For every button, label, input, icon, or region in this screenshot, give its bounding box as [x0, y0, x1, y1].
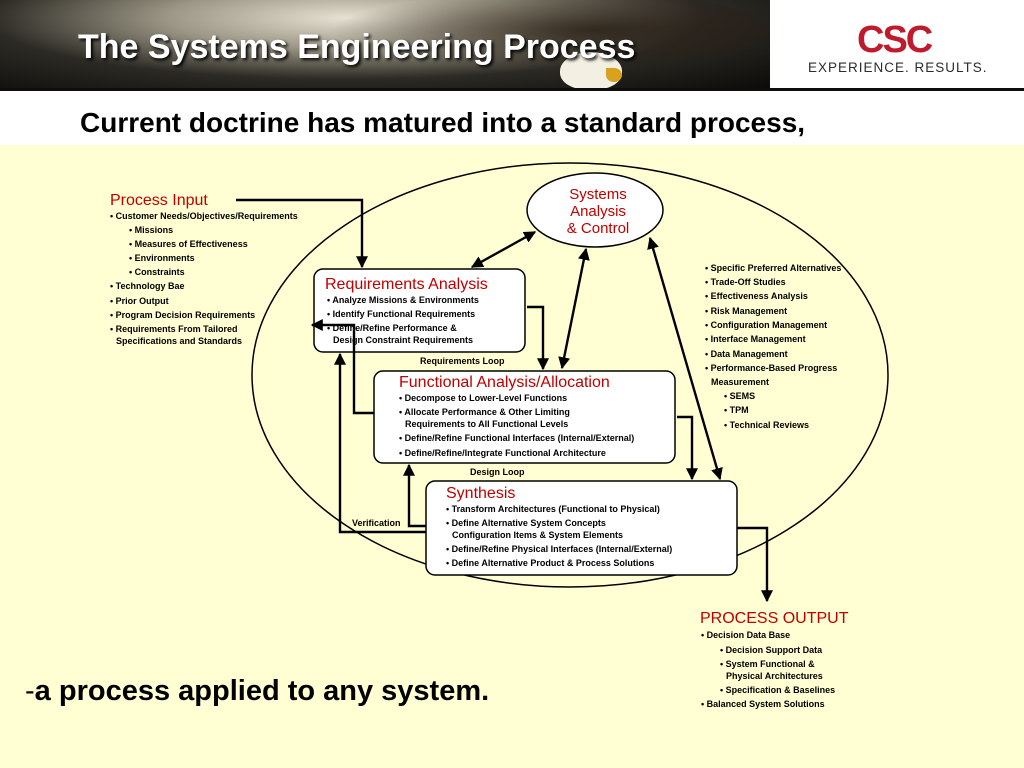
- process-output-item: • Balanced System Solutions: [701, 699, 825, 709]
- control-list-item: • Effectiveness Analysis: [705, 291, 808, 301]
- closing-dash: -: [25, 675, 35, 707]
- requirements-to-functional-arrow: [527, 305, 549, 371]
- control-list-item: • Data Management: [705, 349, 788, 359]
- design-loop-label: Design Loop: [470, 467, 525, 477]
- systems-analysis-line: & Control: [567, 220, 630, 237]
- synthesis-item: • Define/Refine Physical Interfaces (Int…: [446, 544, 672, 554]
- slide-subtitle: Current doctrine has matured into a stan…: [80, 107, 806, 138]
- design-loop-arrow: [403, 463, 426, 528]
- requirements-loop-arrow: [310, 319, 374, 415]
- control-list-item: • TPM: [724, 405, 749, 415]
- control-list-item: • Configuration Management: [705, 320, 827, 330]
- requirements-analysis-heading: Requirements Analysis: [325, 276, 488, 293]
- eagle-banner-image: The Systems Engineering Process: [0, 0, 770, 90]
- systems-analysis-line: Analysis: [570, 203, 626, 220]
- header-divider: [0, 88, 1024, 91]
- control-list-item: Measurement: [711, 377, 769, 387]
- synthesis-heading: Synthesis: [446, 485, 515, 502]
- process-output-item: • Specification & Baselines: [720, 685, 835, 695]
- control-list-item: • SEMS: [724, 391, 755, 401]
- eagle-beak-shape: [606, 68, 622, 82]
- process-ellipse: [251, 162, 889, 588]
- functional-analysis-item: • Define/Refine/Integrate Functional Arc…: [399, 448, 606, 458]
- process-output-item: • System Functional &: [720, 659, 815, 669]
- process-diagram: Systems Analysis & Control Requirements …: [110, 162, 889, 709]
- requirements-analysis-box: [313, 268, 526, 353]
- process-output-item: • Decision Support Data: [720, 645, 823, 655]
- input-arrow: [236, 198, 368, 269]
- functional-analysis-item: Requirements to All Functional Levels: [405, 419, 568, 429]
- control-link-synthesis: [647, 236, 723, 481]
- control-list-item: • Specific Preferred Alternatives: [705, 263, 841, 273]
- diagram-panel: Systems Analysis & Control Requirements …: [0, 145, 1024, 768]
- process-output-item: Physical Architectures: [726, 671, 823, 681]
- functional-to-synthesis-arrow: [677, 415, 698, 481]
- process-input-item: • Technology Bae: [110, 281, 185, 291]
- process-input-item: • Environments: [129, 253, 195, 263]
- process-input-heading: Process Input: [110, 192, 208, 209]
- process-input-item: • Measures of Effectiveness: [129, 239, 248, 249]
- closing-text: a process applied to any system.: [34, 675, 490, 707]
- systems-analysis-ellipse: [526, 172, 664, 248]
- process-input-item: • Program Decision Requirements: [110, 310, 255, 320]
- process-output-heading: PROCESS OUTPUT: [700, 610, 849, 627]
- control-list-item: • Performance-Based Progress: [705, 363, 837, 373]
- process-output-item: • Decision Data Base: [701, 630, 790, 640]
- requirements-analysis-item: • Define/Refine Performance &: [327, 323, 457, 333]
- output-arrow: [737, 526, 773, 603]
- requirements-analysis-item: Design Constraint Requirements: [333, 335, 473, 345]
- eagle-wing-shape: [330, 0, 770, 70]
- control-link-requirements: [470, 230, 537, 269]
- process-input-item: • Requirements From Tailored: [110, 324, 238, 334]
- closing-statement: -a process applied to any system.: [25, 675, 489, 708]
- header-bar: The Systems Engineering Process CSC EXPE…: [0, 0, 1024, 91]
- control-list-item: • Risk Management: [705, 306, 787, 316]
- requirements-analysis-item: • Identify Functional Requirements: [327, 309, 475, 319]
- control-list-item: • Technical Reviews: [724, 420, 809, 430]
- control-list-item: • Trade-Off Studies: [705, 277, 786, 287]
- synthesis-item: Configuration Items & System Elements: [452, 530, 623, 540]
- synthesis-item: • Transform Architectures (Functional to…: [446, 504, 660, 514]
- process-input-item: • Missions: [129, 225, 173, 235]
- control-link-functional: [558, 247, 590, 370]
- synthesis-item: • Define Alternative Product & Process S…: [446, 558, 654, 568]
- functional-analysis-item: • Decompose to Lower-Level Functions: [399, 393, 567, 403]
- functional-analysis-item: • Define/Refine Functional Interfaces (I…: [399, 433, 634, 443]
- tagline: EXPERIENCE. RESULTS.: [808, 60, 988, 75]
- requirements-analysis-item: • Analyze Missions & Environments: [327, 295, 479, 305]
- control-list-item: • Interface Management: [705, 334, 806, 344]
- csc-logo: CSC: [857, 19, 933, 61]
- process-input-item: • Customer Needs/Objectives/Requirements: [110, 211, 298, 221]
- slide-title: The Systems Engineering Process: [78, 28, 636, 66]
- synthesis-item: • Define Alternative System Concepts: [446, 518, 606, 528]
- verification-label: Verification: [352, 518, 401, 528]
- functional-analysis-item: • Allocate Performance & Other Limiting: [399, 407, 570, 417]
- systems-analysis-line: Systems: [569, 186, 627, 203]
- process-input-item: • Prior Output: [110, 296, 169, 306]
- requirements-loop-label: Requirements Loop: [420, 356, 505, 366]
- verification-arrow: [334, 352, 426, 534]
- process-input-item: Specifications and Standards: [116, 336, 242, 346]
- functional-analysis-heading: Functional Analysis/Allocation: [399, 374, 610, 391]
- process-input-item: • Constraints: [129, 267, 185, 277]
